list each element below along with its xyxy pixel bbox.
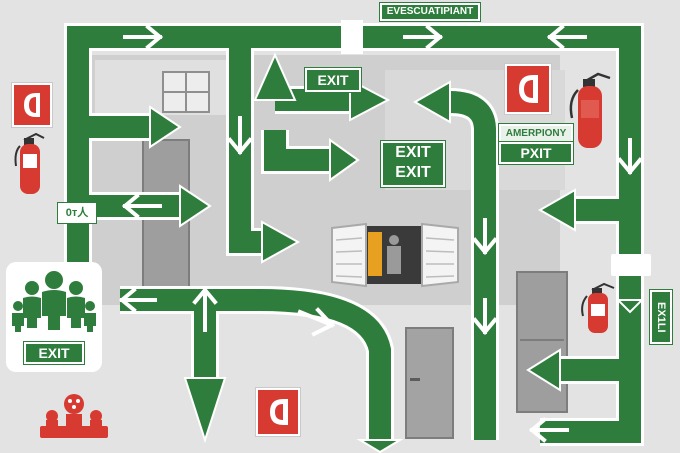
- exit-sign-top: EXIT: [305, 68, 361, 92]
- exit-sign-double: EXIT EXIT: [381, 141, 445, 187]
- door-right: [516, 271, 568, 413]
- assembly-point-panel: EXIT: [6, 262, 102, 372]
- fire-alarm-icon: [12, 83, 52, 127]
- fire-alarm-icon: [505, 64, 551, 114]
- exit-sign-line1: EXIT: [395, 144, 431, 161]
- door-bottom: [405, 327, 454, 439]
- top-banner-sign: EVESCUATIPIANT: [380, 3, 480, 21]
- fire-alarm-icon: [256, 388, 300, 436]
- amerpiony-sign: AMERPIONY: [499, 124, 573, 143]
- left-small-sign: 0т人: [58, 203, 96, 223]
- right-vertical-sign: EX1LI: [650, 290, 672, 344]
- wall-post-top: [341, 20, 363, 54]
- wall-post-right: [611, 254, 651, 276]
- arrowheads: [149, 52, 645, 453]
- window-top: [162, 71, 210, 113]
- fire-extinguisher-icon: [569, 72, 611, 148]
- exit-sign-line2: EXIT: [395, 164, 431, 181]
- pxit-sign: PXIT: [499, 142, 573, 164]
- fire-extinguisher-icon: [581, 282, 615, 333]
- alarm-bell-icon: [40, 394, 108, 438]
- panel-exit-sign: EXIT: [24, 342, 84, 364]
- people-group-icon: [12, 271, 96, 332]
- open-window: [331, 222, 459, 288]
- arrow-icon: [118, 24, 643, 443]
- fire-extinguisher-icon: [14, 132, 45, 194]
